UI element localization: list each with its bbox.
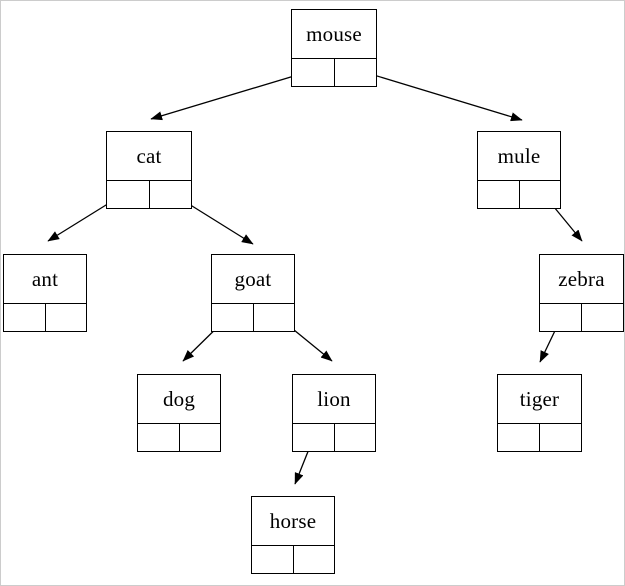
node-pointers-tiger [498,424,581,451]
tree-node-goat[interactable]: goat [211,254,295,332]
node-pointers-mule [478,181,560,208]
tree-node-cat[interactable]: cat [106,131,192,209]
node-label-tiger: tiger [498,375,581,424]
right-pointer-cell-goat [254,304,295,331]
node-pointers-goat [212,304,294,331]
left-pointer-cell-goat [212,304,254,331]
tree-node-horse[interactable]: horse [251,496,335,574]
right-pointer-cell-ant [46,304,87,331]
node-label-lion: lion [293,375,375,424]
node-label-ant: ant [4,255,86,304]
left-pointer-cell-tiger [498,424,540,451]
node-label-cat: cat [107,132,191,181]
left-pointer-cell-ant [4,304,46,331]
node-label-horse: horse [252,497,334,546]
node-pointers-horse [252,546,334,573]
edge-arrow-mouse-cat [150,69,315,121]
node-pointers-zebra [540,304,623,331]
right-pointer-cell-mouse [335,59,377,86]
node-label-zebra: zebra [540,255,623,304]
node-pointers-ant [4,304,86,331]
left-pointer-cell-mule [478,181,520,208]
left-pointer-cell-lion [293,424,335,451]
right-pointer-cell-mule [520,181,561,208]
right-pointer-cell-lion [335,424,376,451]
left-pointer-cell-cat [107,181,150,208]
node-label-mule: mule [478,132,560,181]
tree-node-zebra[interactable]: zebra [539,254,624,332]
tree-node-mouse[interactable]: mouse [291,9,377,87]
right-pointer-cell-tiger [540,424,581,451]
tree-node-lion[interactable]: lion [292,374,376,452]
left-pointer-cell-dog [138,424,180,451]
left-pointer-cell-zebra [540,304,582,331]
right-pointer-cell-horse [294,546,335,573]
tree-node-ant[interactable]: ant [3,254,87,332]
right-pointer-cell-cat [150,181,192,208]
node-pointers-lion [293,424,375,451]
left-pointer-cell-mouse [292,59,335,86]
node-pointers-mouse [292,59,376,86]
node-pointers-dog [138,424,220,451]
tree-node-mule[interactable]: mule [477,131,561,209]
edge-arrow-mouse-mule [353,68,523,122]
tree-node-dog[interactable]: dog [137,374,221,452]
node-label-mouse: mouse [292,10,376,59]
left-pointer-cell-horse [252,546,294,573]
right-pointer-cell-dog [180,424,221,451]
node-label-goat: goat [212,255,294,304]
node-pointers-cat [107,181,191,208]
node-label-dog: dog [138,375,220,424]
tree-node-tiger[interactable]: tiger [497,374,582,452]
right-pointer-cell-zebra [582,304,623,331]
